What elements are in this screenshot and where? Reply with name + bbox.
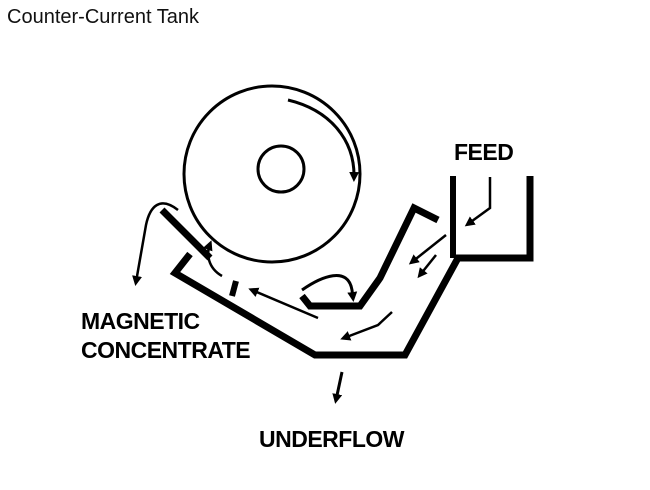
drum-pickup-arrow (203, 240, 223, 278)
lower-channel-arrow (340, 311, 393, 341)
underflow-arrow (332, 371, 344, 404)
drum-rotation-arrow (287, 98, 360, 182)
return-loop-arrow (301, 274, 358, 302)
concentrate-lip (159, 207, 213, 261)
tank-body (159, 176, 534, 359)
magnetic-concentrate-label-line1: MAGNETIC (81, 308, 200, 334)
underflow-label: UNDERFLOW (259, 426, 405, 452)
inner-down-arrow (417, 254, 437, 279)
page-title: Counter-Current Tank (7, 6, 199, 28)
small-weir (229, 280, 239, 297)
inner-baffle (299, 203, 440, 310)
feed-inlet-arrow (464, 177, 492, 227)
drum-hub (256, 144, 306, 194)
tank-wall (169, 176, 534, 359)
magnetic-drum (182, 84, 362, 264)
concentrate-discharge-arrow (132, 202, 179, 286)
countercurrent-arrow (248, 287, 319, 320)
feed-label: FEED (454, 139, 513, 165)
flow-arrows (132, 177, 492, 404)
magnetic-concentrate-label-line2: CONCENTRATE (81, 337, 250, 363)
feed-into-tank-arrow (408, 234, 447, 265)
drum-outer (182, 84, 362, 264)
